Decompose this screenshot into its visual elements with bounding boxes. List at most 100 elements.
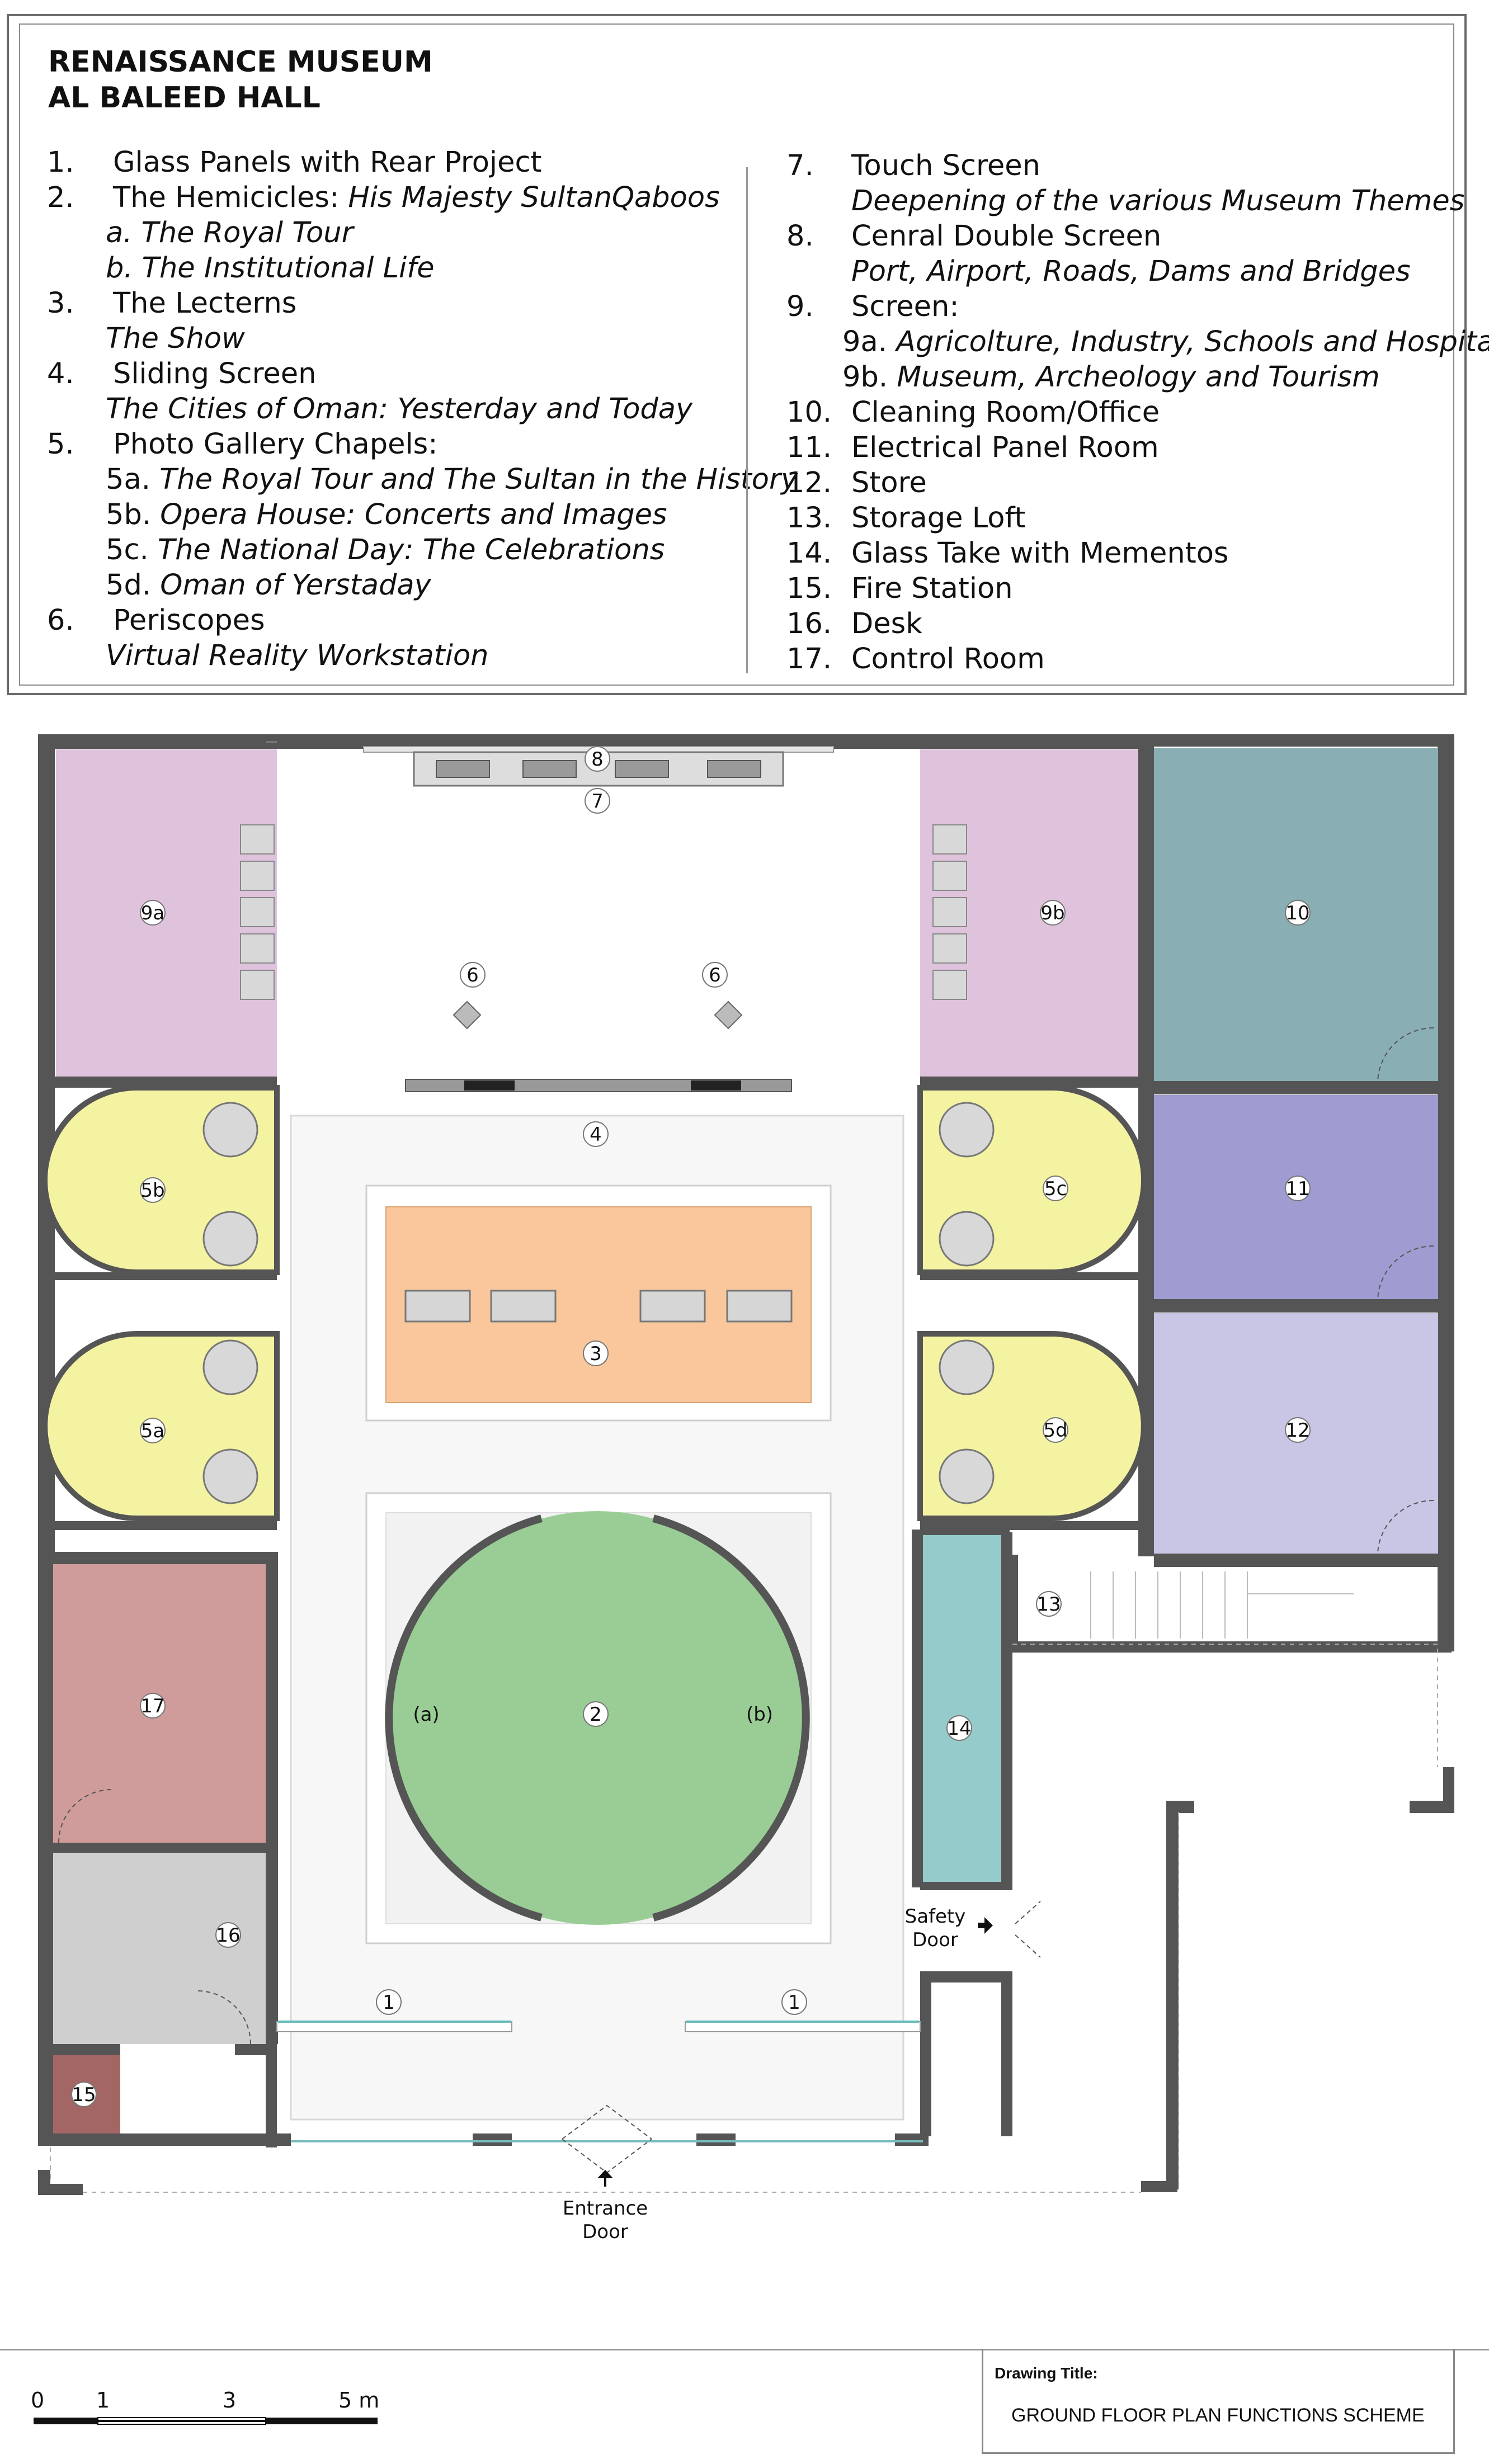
label-circle bbox=[585, 788, 610, 814]
safety-door-label-2: Door bbox=[912, 1929, 958, 1951]
legend-row: 5c. The National Day: The Celebrations bbox=[47, 532, 798, 568]
scale-bar bbox=[34, 2417, 378, 2425]
legend-row: 10.Cleaning Room/Office bbox=[786, 395, 1489, 430]
legend-number: 16. bbox=[786, 607, 832, 640]
label-circle bbox=[781, 1989, 807, 2015]
periscope-icon bbox=[714, 1000, 743, 1030]
lectern-icon bbox=[404, 1290, 471, 1323]
north-wall-east bbox=[1151, 734, 1453, 747]
legend-row: 7. Touch Screen bbox=[786, 148, 1489, 183]
wall bbox=[1443, 1767, 1454, 1812]
label-circle bbox=[1043, 1176, 1068, 1201]
legend-text: Periscopes bbox=[113, 604, 265, 637]
entrance-door-label-2: Door bbox=[582, 2221, 628, 2243]
label-8: 8 bbox=[591, 748, 604, 771]
wall bbox=[895, 2133, 929, 2146]
legend-row: The Show bbox=[47, 321, 798, 356]
label-12: 12 bbox=[1285, 1419, 1309, 1442]
glass-panel-right bbox=[685, 2021, 921, 2032]
annex-wall bbox=[1007, 1641, 1452, 1653]
legend-number: 11. bbox=[786, 431, 832, 464]
legend-italic: The National Day: The Celebrations bbox=[157, 534, 665, 567]
legend-text: Electrical Panel Room bbox=[851, 431, 1159, 464]
entrance-door-label-1: Entrance bbox=[563, 2197, 648, 2220]
title-block: Drawing Title: GROUND FLOOR PLAN FUNCTIO… bbox=[982, 2349, 1455, 2454]
label-circle bbox=[1036, 1591, 1062, 1617]
scale-3: 3 bbox=[223, 2388, 237, 2413]
east-wall bbox=[1438, 734, 1454, 1651]
wall bbox=[38, 2133, 290, 2146]
legend-italic: b. The Institutional Life bbox=[106, 252, 435, 285]
wall bbox=[38, 2184, 83, 2195]
legend-number: 17. bbox=[786, 643, 832, 676]
safety-door-arrow-icon bbox=[978, 1917, 993, 1934]
label-3: 3 bbox=[590, 1343, 602, 1365]
label-circle bbox=[1040, 900, 1066, 926]
legend-italic: Oman of Yerstaday bbox=[160, 569, 431, 602]
wall bbox=[53, 2044, 120, 2055]
entrance-arrow-icon bbox=[597, 2170, 613, 2187]
legend-text: 5c. bbox=[106, 534, 158, 567]
label-circle bbox=[140, 900, 166, 926]
wall bbox=[1154, 1081, 1439, 1094]
legend-italic: The Royal Tour and The Sultan in the His… bbox=[159, 463, 798, 496]
legend-row: 15.Fire Station bbox=[786, 571, 1489, 606]
wall bbox=[912, 1530, 923, 1887]
label-1-left: 1 bbox=[383, 1991, 395, 2014]
legend-number: 12. bbox=[786, 466, 832, 499]
legend-row: 5.Photo Gallery Chapels: bbox=[47, 427, 798, 462]
legend-text: Storage Loft bbox=[851, 502, 1026, 535]
label-circle bbox=[376, 1989, 402, 2015]
label-circle bbox=[1285, 900, 1311, 926]
legend-row: 2.The Hemicicles: His Majesty SultanQabo… bbox=[47, 180, 798, 215]
label-5a: 5a bbox=[141, 1420, 164, 1442]
legend-row: b. The Institutional Life bbox=[47, 251, 798, 286]
label-circle bbox=[583, 1121, 609, 1147]
legend-italic: The Cities of Oman: Yesterday and Today bbox=[106, 393, 693, 426]
label-4: 4 bbox=[590, 1124, 602, 1146]
label-6-left: 6 bbox=[467, 964, 479, 986]
legend-text: Touch Screen bbox=[851, 149, 1040, 182]
legend-text: Glass Panels with Rear Project bbox=[113, 146, 542, 179]
wall bbox=[1001, 1532, 1012, 1890]
legend-row: 8.Cenral Double Screen bbox=[786, 219, 1489, 254]
wall bbox=[920, 2103, 931, 2136]
legend-row: 11. Electrical Panel Room bbox=[786, 430, 1489, 465]
legend-row: 4.Sliding Screen bbox=[47, 356, 798, 391]
label-13: 13 bbox=[1036, 1593, 1061, 1616]
label-a: (a) bbox=[413, 1703, 439, 1726]
label-circle bbox=[140, 1177, 166, 1203]
legend-number: 3. bbox=[47, 287, 74, 320]
legend-text: Store bbox=[851, 466, 927, 499]
wall bbox=[920, 1882, 1010, 1890]
room-16 bbox=[53, 1851, 266, 2044]
legend-row: 9a. Agricolture, Industry, Schools and H… bbox=[786, 324, 1489, 360]
label-2: 2 bbox=[590, 1703, 602, 1726]
legend-row: 13.Storage Loft bbox=[786, 501, 1489, 536]
label-5b: 5b bbox=[140, 1179, 164, 1202]
legend-row: Deepening of the various Museum Themes bbox=[786, 183, 1489, 219]
scale-5: 5 m bbox=[338, 2388, 380, 2413]
legend-text: 9b. bbox=[842, 361, 897, 394]
glass-panel-left bbox=[276, 2021, 512, 2032]
legend-italic: Virtual Reality Workstation bbox=[106, 639, 489, 672]
legend-italic: a. The Royal Tour bbox=[106, 216, 354, 249]
hemicycle-wall-b bbox=[652, 1514, 810, 1922]
legend-italic: The Show bbox=[106, 322, 245, 355]
legend-text: 5a. bbox=[106, 463, 160, 496]
wall bbox=[1166, 1801, 1179, 2189]
legend-italic: His Majesty SultanQaboos bbox=[348, 181, 720, 214]
legend-text: The Lecterns bbox=[113, 287, 297, 320]
legend-number: 15. bbox=[786, 572, 832, 605]
wall bbox=[53, 1843, 266, 1853]
legend-row: 12. Store bbox=[786, 465, 1489, 501]
label-16: 16 bbox=[216, 1924, 240, 1947]
wall bbox=[266, 2036, 277, 2147]
lectern-icon bbox=[639, 1290, 706, 1323]
wall bbox=[1001, 1971, 1012, 2103]
legend-number: 9. bbox=[786, 290, 814, 323]
hemicycle-wall-a bbox=[385, 1514, 543, 1922]
floor-plan: 8 7 6 6 4 3 2 1 1 9a 9b 10 5b 5c 5a 5d 1… bbox=[38, 734, 1454, 2243]
legend-number: 7. bbox=[786, 149, 814, 182]
label-circle bbox=[946, 1715, 972, 1741]
